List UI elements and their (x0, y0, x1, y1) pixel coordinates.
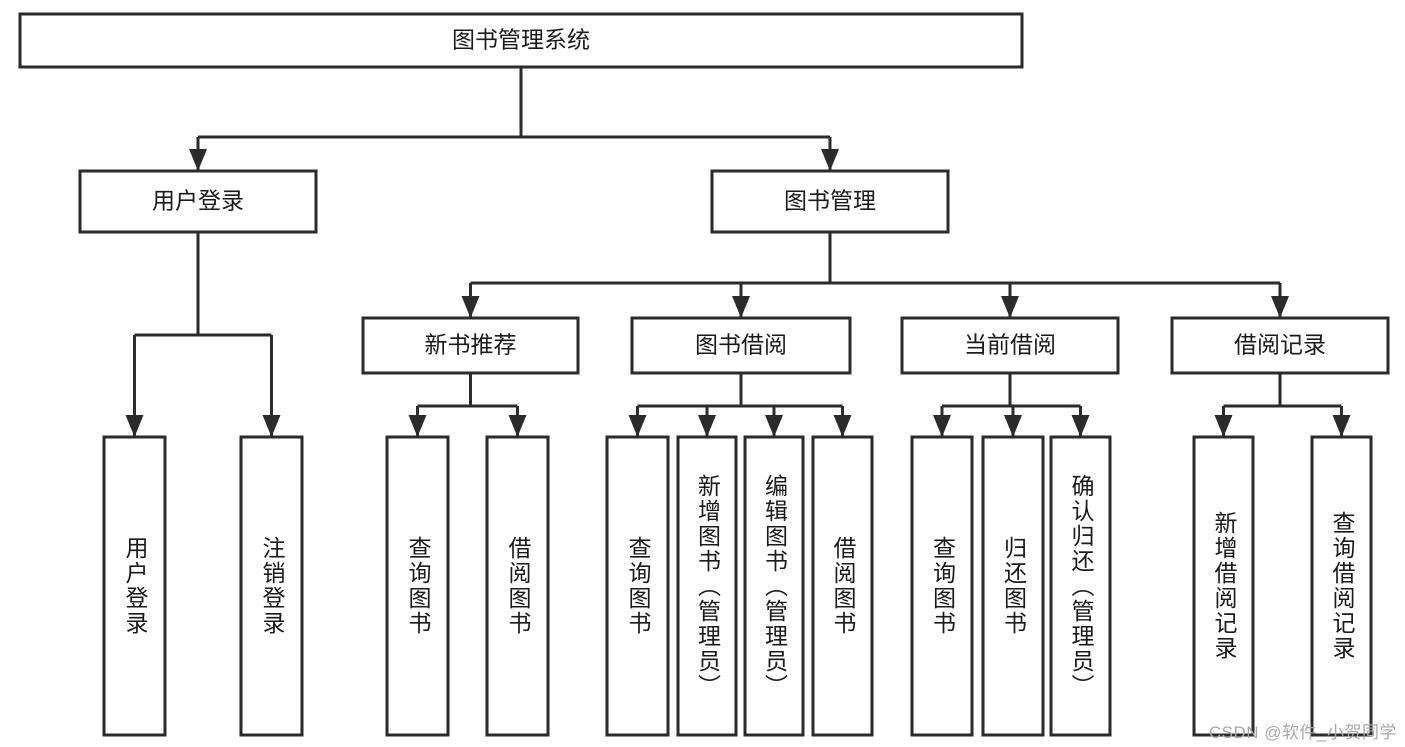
arrow-head-icon (1004, 415, 1022, 437)
node-label-图书管理: 图书管理 (784, 188, 876, 214)
node-box-借阅图书[interactable] (811, 435, 874, 737)
node-box-查询借阅记录[interactable] (1310, 435, 1373, 737)
node-box-用户登录[interactable] (78, 169, 318, 234)
node-box-确认归还管理员[interactable] (1049, 435, 1112, 737)
arrow-head-icon (1071, 415, 1090, 437)
arrow-head-icon (1271, 296, 1289, 318)
node-box-用户登录[interactable] (102, 435, 167, 737)
arrow-head-icon (765, 415, 783, 437)
node-box-查询图书[interactable] (910, 435, 974, 737)
arrow-head-icon (461, 296, 480, 318)
arrow-head-icon (732, 296, 750, 318)
node-box-新书推荐[interactable] (361, 316, 580, 375)
node-label-借阅记录: 借阅记录 (1234, 332, 1326, 358)
node-box-归还图书[interactable] (981, 435, 1045, 737)
arrow-head-icon (408, 415, 427, 437)
node-box-借阅记录[interactable] (1170, 316, 1390, 375)
node-box-查询图书[interactable] (605, 435, 670, 737)
arrow-head-icon (1214, 415, 1233, 437)
connector-layer (125, 67, 1351, 437)
node-label-新书推荐: 新书推荐 (425, 332, 517, 358)
node-box-查询图书[interactable] (385, 435, 450, 737)
node-box-layer (18, 12, 1390, 737)
node-box-当前借阅[interactable] (900, 316, 1120, 375)
node-label-当前借阅: 当前借阅 (964, 332, 1056, 358)
node-box-注销登录[interactable] (239, 435, 304, 737)
arrow-head-icon (1332, 415, 1351, 437)
node-box-借阅图书[interactable] (485, 435, 550, 737)
arrow-head-icon (1001, 296, 1019, 318)
arrow-head-icon (262, 415, 281, 437)
arrow-head-icon (125, 415, 144, 437)
node-box-新增借阅记录[interactable] (1192, 435, 1255, 737)
arrow-head-icon (833, 415, 852, 437)
arrow-head-icon (933, 415, 951, 437)
node-label-图书借阅: 图书借阅 (695, 332, 787, 358)
arrow-head-icon (189, 149, 207, 171)
watermark-text: CSDN @软件_小贺同学 (1208, 723, 1397, 742)
arrow-head-icon (698, 415, 716, 437)
arrow-head-icon (821, 149, 839, 171)
node-label-图书管理系统: 图书管理系统 (452, 27, 590, 53)
node-label-用户登录: 用户登录 (152, 188, 244, 214)
node-box-图书管理[interactable] (710, 169, 950, 234)
arrow-head-icon (508, 415, 527, 437)
node-box-编辑图书管理员[interactable] (743, 435, 805, 737)
node-box-图书借阅[interactable] (630, 316, 852, 375)
node-box-图书管理系统[interactable] (18, 12, 1024, 69)
arrow-head-icon (628, 415, 647, 437)
node-box-新增图书管理员[interactable] (676, 435, 738, 737)
